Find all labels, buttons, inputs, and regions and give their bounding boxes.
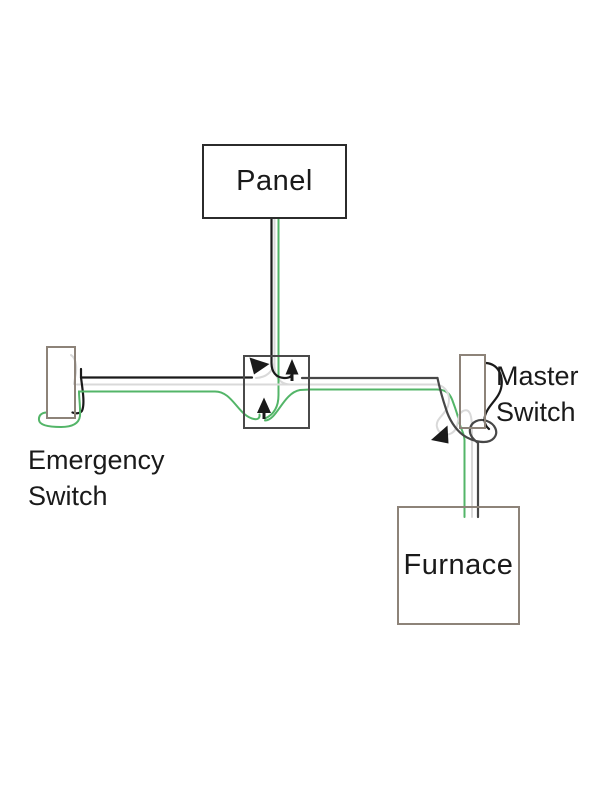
flow-arrow-right-icon xyxy=(249,357,270,375)
panel-label: Panel xyxy=(236,165,313,197)
ground-wire-right-run xyxy=(264,388,466,518)
hot-coil-master xyxy=(436,376,498,519)
emergency-switch-label-line2: Switch xyxy=(28,481,108,511)
furnace-box: Furnace xyxy=(397,506,520,625)
neutral-wire-left-curl xyxy=(255,361,276,379)
junction-box xyxy=(243,355,310,429)
emergency-switch-box xyxy=(46,346,76,419)
master-switch-label-line2: Switch xyxy=(496,397,576,427)
ground-wire-left-run xyxy=(37,390,261,429)
emergency-switch-label-line1: Emergency xyxy=(28,445,165,475)
emergency-switch-label: Emergency Switch xyxy=(28,442,165,514)
master-switch-label-line1: Master xyxy=(496,361,579,391)
flow-arrow-up-icon xyxy=(285,359,299,375)
flow-arrow-up2-icon xyxy=(257,397,271,413)
furnace-label: Furnace xyxy=(403,549,514,581)
flow-arrow-down-left-icon xyxy=(431,425,449,444)
master-switch-label: Master Switch xyxy=(496,358,579,430)
master-switch-box xyxy=(459,354,486,429)
panel-box: Panel xyxy=(202,144,347,219)
ground-wire-panel-drop xyxy=(264,218,280,420)
hot-pigtail-emergency xyxy=(71,367,85,415)
flow-arrows xyxy=(249,357,449,444)
emergency-switch-cable xyxy=(37,354,437,429)
